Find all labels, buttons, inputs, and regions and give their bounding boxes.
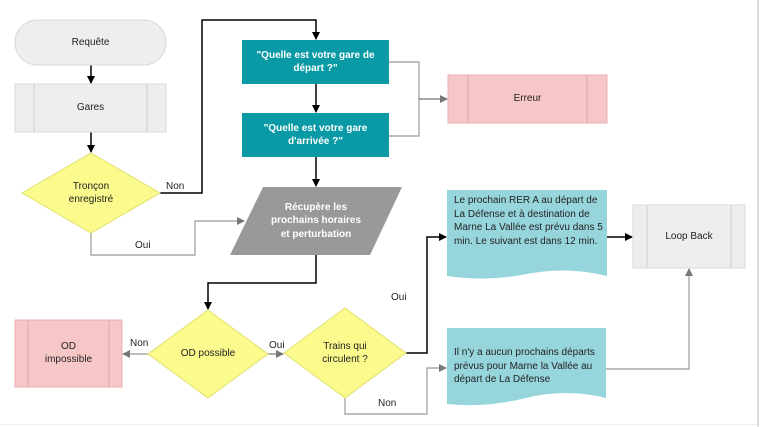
edge-label-trains-oui: Oui <box>391 292 407 303</box>
edge-troncon-non <box>160 19 320 194</box>
node-troncon-label: Tronçon enregistré <box>68 180 114 206</box>
edge-label-od-oui: Oui <box>269 340 285 351</box>
bottom-border <box>0 424 757 425</box>
edge-questions-erreur <box>389 61 420 137</box>
edge-label-od-non: Non <box>130 338 149 349</box>
node-requete-shape[interactable] <box>14 19 167 66</box>
edge-label-troncon-oui: Oui <box>135 240 151 251</box>
node-od-impossible-label: OD impossible <box>44 340 93 366</box>
edge-trains-oui <box>406 233 447 354</box>
connectors <box>87 19 693 415</box>
node-od-impossible-shape[interactable] <box>14 319 123 388</box>
node-erreur-label: Erreur <box>513 93 542 105</box>
node-msg-prochain-shape[interactable] <box>447 190 607 279</box>
node-trains-label: Trains qui circulent ? <box>322 340 368 366</box>
edge-trains-non <box>344 364 447 415</box>
node-loop-back-shape[interactable] <box>632 204 746 269</box>
node-recupere-shape[interactable] <box>230 187 402 255</box>
node-troncon-shape[interactable] <box>21 152 161 234</box>
node-msg-aucun-shape[interactable] <box>447 328 606 406</box>
node-q-depart-shape[interactable] <box>242 40 389 84</box>
right-border <box>757 0 759 427</box>
node-recupere-label: Récupère les prochains horaires et pertu… <box>270 201 362 240</box>
node-q-depart-label: "Quelle est votre gare de départ ?" <box>256 49 375 75</box>
node-trains-shape[interactable] <box>283 307 407 399</box>
node-od-possible-label: OD possible <box>180 348 236 360</box>
edge-label-trains-non: Non <box>378 398 397 409</box>
node-od-possible-shape[interactable] <box>147 309 269 399</box>
edge-label-troncon-non: Non <box>166 181 185 192</box>
node-msg-aucun-label: Il n'y a aucun prochains départs prévus … <box>454 347 595 385</box>
node-q-arrivee-label: "Quelle est votre gare d'arrivée ?" <box>263 122 368 148</box>
node-erreur-shape[interactable] <box>447 74 608 124</box>
node-requete-label: Requête <box>71 36 110 48</box>
node-gares-label: Gares <box>76 102 105 114</box>
node-gares-shape[interactable] <box>14 83 167 133</box>
edge-troncon-oui <box>90 217 245 256</box>
edge-recupere-od <box>204 255 317 310</box>
node-msg-prochain-label: Le prochain RER A au départ de La Défens… <box>454 195 603 247</box>
edge-aucun-loop <box>606 268 693 370</box>
node-q-arrivee-shape[interactable] <box>242 113 389 157</box>
node-loop-back-label: Loop Back <box>665 230 713 242</box>
